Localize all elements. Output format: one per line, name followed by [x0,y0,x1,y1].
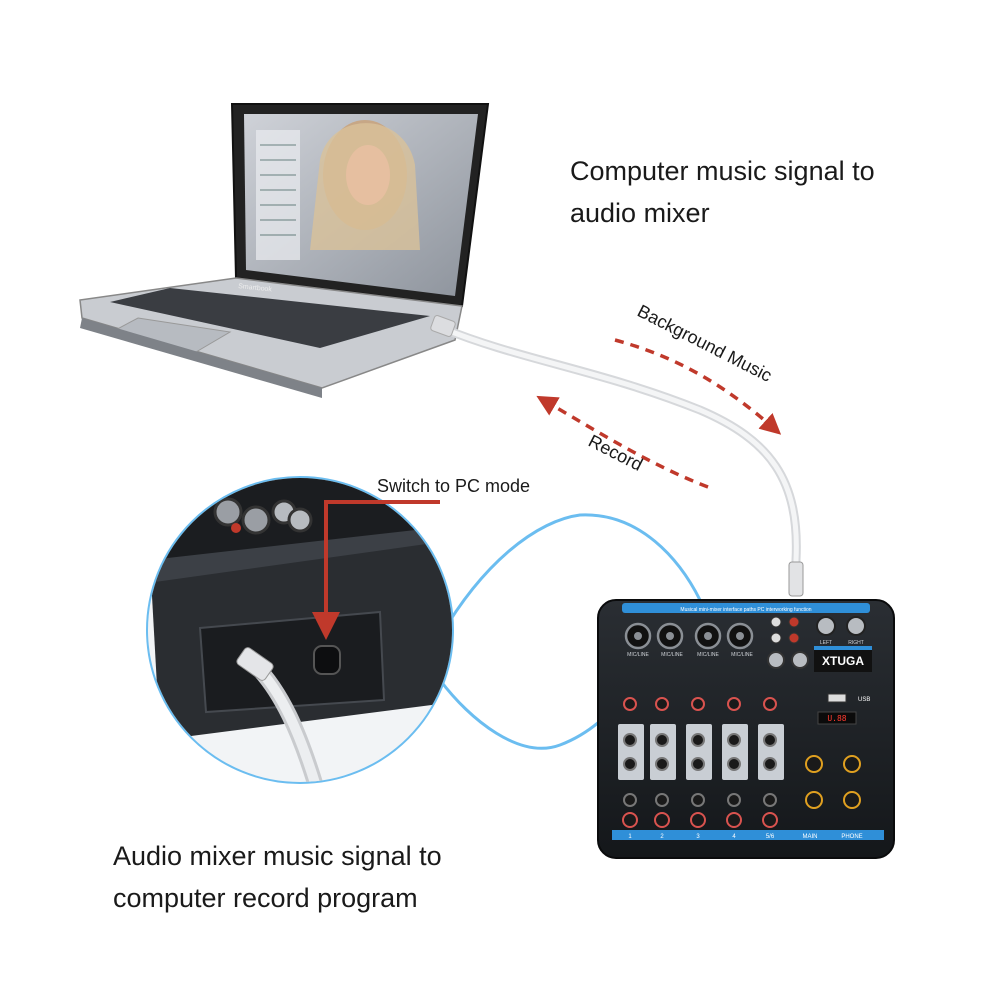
channel-knob [727,793,741,807]
channel-label: 2 [660,834,664,840]
channel-label: PHONE [841,834,862,840]
caption-line: Computer music signal to [570,156,875,186]
channel-knob [655,733,669,747]
channel-knob [762,812,778,828]
master-knob [843,791,861,809]
channel-strip [650,697,676,828]
channel-knob [655,757,669,771]
output-label-left: LEFT [820,640,832,646]
laptop-keyboard [110,288,430,348]
input-label-2: MIC/LINE [661,652,683,658]
channel-knob [691,733,705,747]
channel-strip [618,697,644,828]
mixer-brand: XTUGA [822,654,864,668]
caption-line: Audio mixer music signal to [113,841,442,871]
channel-knob [654,812,670,828]
laptop: Smartbook [79,103,490,398]
channel-strip [686,697,712,828]
album-art [310,120,420,250]
music-player-window [256,130,300,260]
mixer-usb-label: USB [858,697,870,703]
mixer-brand-block [814,648,872,672]
channel-knob [763,793,777,807]
caption-computer-to-mixer: Computer music signal to audio mixer [570,150,950,234]
switch-pointer-arrowhead [312,612,340,640]
zoom-detail [146,476,454,784]
output-left-jack [816,616,836,636]
channel-knob [655,697,669,711]
master-knob [805,791,823,809]
background-music-label: Background Music [634,301,775,386]
zoom-callout-line-top [428,513,702,656]
switch-to-pc-label: Switch to PC mode [377,476,531,496]
channel-knob [727,697,741,711]
record-label: Record [585,431,646,475]
mixer-top-strip [622,603,870,613]
channel-knob [623,733,637,747]
input-label-4: MIC/LINE [731,652,753,658]
channel-knob [623,697,637,711]
channel-knob [623,793,637,807]
output-right-jack [846,616,866,636]
mixer-top-strip-text: Musical mini-mixer interface paths PC in… [680,607,811,613]
channel-knob [763,733,777,747]
channel-knob [763,697,777,711]
pc-mode-switch [313,645,341,675]
mixer-usb-port [827,693,847,703]
background-music-arrow [614,338,782,435]
input-label-3: MIC/LINE [697,652,719,658]
channel-knob [727,733,741,747]
channel-strip [722,697,748,828]
switch-pointer-line [324,500,440,628]
channel-knob [691,697,705,711]
mixer-display-text: U.88 [827,714,846,723]
caption-line: computer record program [113,883,418,913]
channel-knob [726,812,742,828]
record-arrow [536,395,709,489]
output-label-right: RIGHT [848,640,864,646]
master-knob [843,755,861,773]
channel-knob [655,793,669,807]
channel-knob [691,757,705,771]
channel-strip [758,697,784,828]
channel-label: 1 [628,834,632,840]
mixer-xlr-inputs [624,622,754,650]
channel-label: 4 [732,834,736,840]
audio-mixer: Musical mini-mixer interface paths PC in… [597,599,895,859]
caption-mixer-to-computer: Audio mixer music signal to computer rec… [113,835,563,919]
channel-knob [690,812,706,828]
channel-knob [691,793,705,807]
usb-plug-laptop [430,315,456,337]
channel-knob [622,812,638,828]
channel-knob [623,757,637,771]
master-knob [805,755,823,773]
mixer-channel-strips [618,697,861,828]
caption-line: audio mixer [570,198,710,228]
usb-plug-mixer [788,561,804,597]
laptop-brand: Smartbook [238,283,273,294]
channel-label: MAIN [803,834,818,840]
mixer-channel-labels: 1 2 3 4 5/6 MAIN PHONE [628,834,862,840]
channel-label: 3 [696,834,700,840]
channel-knob [763,757,777,771]
channel-knob [727,757,741,771]
channel-label: 5/6 [766,834,775,840]
mixer-display [817,711,857,725]
input-label-1: MIC/LINE [627,652,649,658]
mixer-rca-jacks [767,616,809,669]
